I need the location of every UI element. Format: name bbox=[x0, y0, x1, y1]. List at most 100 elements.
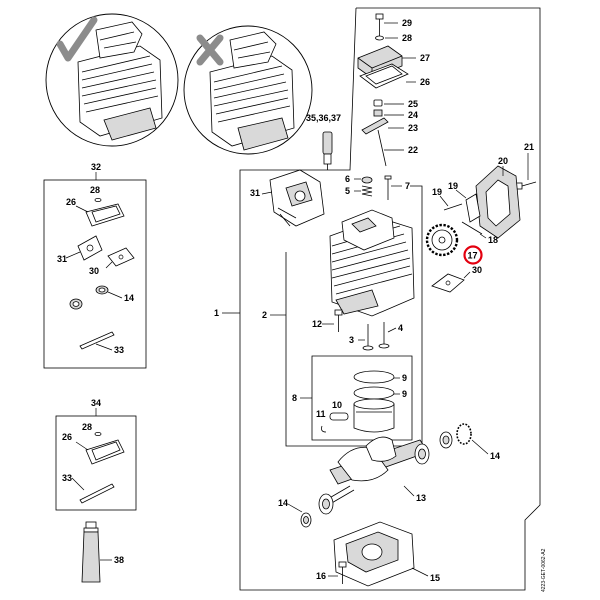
stud-7 bbox=[384, 175, 392, 200]
label-25: 25 bbox=[408, 99, 418, 109]
spring-5 bbox=[361, 185, 373, 197]
tool-33-kit32 bbox=[79, 331, 115, 350]
label-4: 4 bbox=[398, 323, 403, 333]
valve-3 bbox=[362, 324, 374, 351]
label-11: 11 bbox=[316, 409, 326, 419]
seal-ring-14-kit32-a bbox=[95, 285, 109, 295]
shaft-18 bbox=[461, 221, 483, 235]
label-13: 13 bbox=[416, 493, 426, 503]
crankcase-15 bbox=[333, 521, 415, 587]
screw-16 bbox=[338, 561, 347, 584]
gasket-26 bbox=[359, 63, 409, 89]
label-19b: 19 bbox=[432, 187, 442, 197]
drawing-code: 4223-GET-0062-A2 bbox=[541, 548, 547, 592]
label-26-kit32: 26 bbox=[66, 197, 76, 207]
piston-pin-11 bbox=[321, 412, 349, 433]
label-31-kit32: 31 bbox=[57, 254, 67, 264]
correct-assembly-circle bbox=[45, 13, 179, 147]
label-27: 27 bbox=[420, 53, 430, 63]
tool-33-kit34 bbox=[79, 483, 115, 504]
label-31-carb: 31 bbox=[250, 188, 260, 198]
piston-ring-9a bbox=[353, 370, 395, 384]
gasket-26-kit32 bbox=[85, 203, 125, 227]
label-33-kit32: 33 bbox=[114, 345, 124, 355]
gear-14-right bbox=[456, 423, 472, 445]
label-12: 12 bbox=[312, 319, 322, 329]
label-34: 34 bbox=[91, 398, 101, 408]
label-29: 29 bbox=[402, 18, 412, 28]
seal-ring-14-kit32-b bbox=[69, 298, 83, 310]
label-5: 5 bbox=[345, 186, 350, 196]
label-24: 24 bbox=[408, 110, 418, 120]
piston-10 bbox=[353, 398, 395, 433]
label-23: 23 bbox=[408, 123, 418, 133]
spark-plug bbox=[322, 131, 333, 170]
cylinder bbox=[329, 209, 415, 317]
grease-tube-38 bbox=[81, 521, 101, 583]
cam-cover-20 bbox=[475, 165, 521, 239]
nut-24 bbox=[373, 109, 383, 117]
assembly-1-outline bbox=[239, 7, 541, 591]
label-9a: 9 bbox=[402, 373, 407, 383]
label-35-36-37: 35,36,37 bbox=[306, 113, 341, 123]
label-14-right: 14 bbox=[490, 451, 500, 461]
gasket-26-kit34 bbox=[85, 439, 125, 465]
label-10: 10 bbox=[332, 400, 342, 410]
label-30-kit32: 30 bbox=[89, 266, 99, 276]
label-28-kit34: 28 bbox=[82, 422, 92, 432]
crankshaft-13 bbox=[325, 436, 429, 505]
label-26-kit34: 26 bbox=[62, 432, 72, 442]
washer-28-kit34 bbox=[94, 431, 102, 436]
bearing-14-left-b bbox=[300, 512, 312, 528]
label-18: 18 bbox=[488, 235, 498, 245]
screw-29 bbox=[375, 13, 384, 36]
label-1: 1 bbox=[214, 308, 219, 318]
label-9b: 9 bbox=[402, 389, 407, 399]
piston-ring-9b bbox=[353, 386, 395, 400]
label-2: 2 bbox=[262, 310, 267, 320]
valve-spring-retainer-25 bbox=[373, 99, 383, 107]
bearing-14-left-a bbox=[318, 493, 334, 515]
label-21: 21 bbox=[524, 142, 534, 152]
label-38: 38 bbox=[114, 555, 124, 565]
label-7: 7 bbox=[405, 181, 410, 191]
label-33-kit34: 33 bbox=[62, 473, 72, 483]
part-6 bbox=[361, 176, 373, 184]
label-15: 15 bbox=[430, 573, 440, 583]
label-26-top: 26 bbox=[420, 77, 430, 87]
label-14-left: 14 bbox=[278, 498, 288, 508]
washer-28 bbox=[375, 35, 384, 41]
label-32: 32 bbox=[91, 162, 101, 172]
label-20: 20 bbox=[498, 156, 508, 166]
label-14-kit32: 14 bbox=[124, 293, 134, 303]
gasket-30-right bbox=[431, 273, 465, 293]
washer-28-kit32 bbox=[94, 197, 102, 202]
highlight-marker-17: 17 bbox=[463, 245, 483, 265]
label-17: 17 bbox=[468, 251, 478, 261]
kit-32-box bbox=[43, 179, 147, 369]
insulator-31-kit32 bbox=[77, 235, 103, 261]
bearing-14-right-a bbox=[414, 443, 430, 465]
label-19a: 19 bbox=[448, 181, 458, 191]
label-3: 3 bbox=[349, 335, 354, 345]
valve-4 bbox=[378, 322, 390, 349]
push-rod-22 bbox=[377, 129, 387, 167]
label-8: 8 bbox=[292, 393, 297, 403]
bearing-14-right-b bbox=[439, 431, 453, 449]
carburetor-31 bbox=[269, 169, 325, 227]
label-16: 16 bbox=[316, 571, 326, 581]
label-6: 6 bbox=[345, 174, 350, 184]
label-28-kit32: 28 bbox=[90, 185, 100, 195]
cross-mark-icon bbox=[196, 34, 224, 66]
rocker-arm-23 bbox=[361, 117, 389, 135]
camshaft-gear-17 bbox=[425, 223, 459, 257]
label-30-right: 30 bbox=[472, 265, 482, 275]
gasket-30-kit32 bbox=[107, 247, 135, 267]
screw-12 bbox=[334, 309, 343, 332]
rocker-19 bbox=[443, 193, 481, 223]
label-28-top: 28 bbox=[402, 33, 412, 43]
check-mark-icon bbox=[56, 16, 98, 62]
label-22: 22 bbox=[408, 145, 418, 155]
assembly-8-outline bbox=[311, 355, 413, 441]
